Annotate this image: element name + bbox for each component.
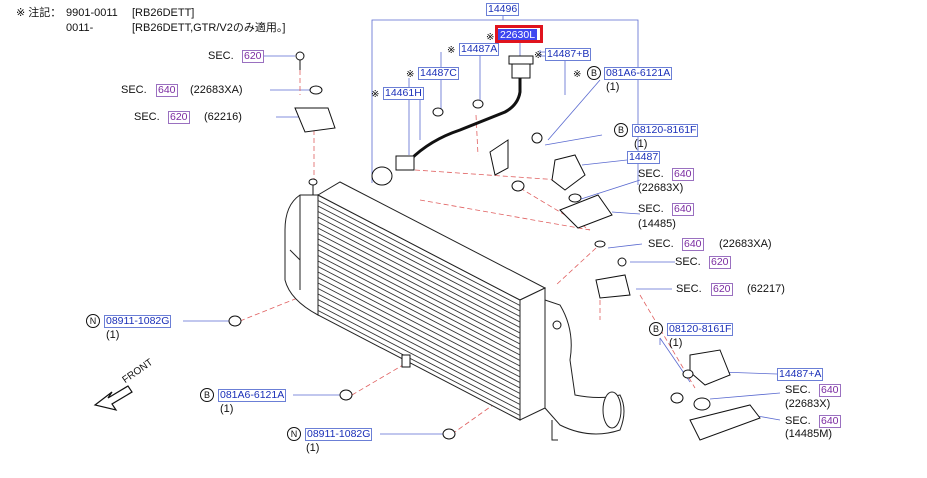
nut-circle-n: N [287, 427, 301, 441]
core-fin-line [317, 288, 521, 394]
star-mark: ※ [371, 89, 380, 100]
core-fin-line [317, 304, 521, 411]
section-620-left[interactable]: 620 [168, 111, 190, 124]
qty: (1) [106, 329, 120, 341]
core-fin-line [317, 277, 521, 383]
bolt-circle-b: B [587, 66, 601, 80]
bolt-circle-b: B [649, 322, 663, 336]
sec-label: SEC. [121, 84, 147, 96]
part-08911-1082G-left[interactable]: 08911-1082G [104, 315, 172, 328]
section-620-top[interactable]: 620 [242, 50, 264, 63]
qty: (1) [306, 442, 320, 454]
qty: (1) [669, 337, 683, 349]
sec-label: SEC. [785, 384, 811, 396]
section-620-b[interactable]: 620 [711, 283, 733, 296]
note-code-2: 0011- [66, 22, 94, 34]
qty: (1) [634, 138, 648, 150]
note-mark: ※ 注記： [16, 7, 62, 19]
core-fin-line [317, 244, 521, 350]
star-mark: ※ [573, 69, 582, 80]
section-640-b[interactable]: 640 [672, 203, 694, 216]
core-fin-line [317, 293, 521, 400]
leader-lines [183, 14, 781, 435]
section-ref: (22683X) [638, 182, 684, 194]
bolt-circle-b: B [200, 388, 214, 402]
note-code-1: 9901-0011 [66, 7, 118, 19]
core-fin-line [317, 227, 521, 334]
core-fin-line [317, 205, 521, 312]
star-mark: ※ [406, 69, 415, 80]
section-ref: (22683X) [785, 398, 831, 410]
core-fin-line [317, 266, 521, 372]
sec-label: SEC. [638, 203, 664, 215]
section-ref: (14485) [638, 218, 676, 230]
part-081A6-6121A-bottom[interactable]: 081A6-6121A [218, 389, 287, 402]
highlight-callout-box [495, 25, 543, 43]
core-fin-line [317, 255, 521, 361]
part-08911-1082G-bottom[interactable]: 08911-1082G [305, 428, 373, 441]
core-fin-line [317, 222, 521, 328]
part-14487A[interactable]: 14487A [459, 43, 500, 56]
core-fin-line [317, 216, 521, 323]
note-text-2: [RB26DETT,GTR/V2のみ適用。] [132, 22, 286, 34]
core-fin-line [317, 211, 521, 317]
part-14487A-plus[interactable]: 14487+A [777, 368, 824, 381]
section-640-c[interactable]: 640 [682, 238, 704, 251]
nut-circle-n: N [86, 314, 100, 328]
part-14487[interactable]: 14487 [627, 151, 661, 164]
front-arrow-icon [93, 385, 133, 411]
core-fin-line [317, 249, 521, 356]
star-mark: ※ [534, 50, 543, 61]
sec-label: SEC. [638, 168, 664, 180]
section-640-a[interactable]: 640 [672, 168, 694, 181]
part-081A6-6121A-top[interactable]: 081A6-6121A [604, 67, 673, 80]
star-mark: ※ [447, 45, 456, 56]
sensor-harness [371, 55, 534, 186]
hardware [228, 51, 761, 441]
section-640-left[interactable]: 640 [156, 84, 178, 97]
section-640-e[interactable]: 640 [819, 415, 841, 428]
bolt-circle-b: B [614, 123, 628, 137]
part-08120-8161F-top[interactable]: 08120-8161F [632, 124, 699, 137]
sec-label: SEC. [675, 256, 701, 268]
right-end-tank [544, 299, 625, 441]
section-ref: (22683XA) [719, 238, 772, 250]
part-14487B[interactable]: 14487+B [545, 48, 592, 61]
qty: (1) [220, 403, 234, 415]
section-ref: (22683XA) [190, 84, 243, 96]
note-engine-1: [RB26DETT] [132, 7, 195, 19]
section-ref: (62217) [747, 283, 785, 295]
sec-label: SEC. [676, 283, 702, 295]
sec-label: SEC. [134, 111, 160, 123]
section-640-d[interactable]: 640 [819, 384, 841, 397]
left-end-tank [284, 194, 319, 316]
core-fin-line [317, 233, 521, 339]
core-fins [317, 200, 521, 416]
section-620-a[interactable]: 620 [709, 256, 731, 269]
qty: (1) [606, 81, 620, 93]
core-fin-line [317, 299, 521, 405]
star-mark: ※ [486, 32, 495, 43]
core-fin-line [317, 238, 521, 345]
core-fin-line [317, 310, 521, 416]
core-fin-line [317, 282, 521, 389]
part-14461H[interactable]: 14461H [383, 87, 424, 100]
core-fin-line [317, 271, 521, 378]
part-14496[interactable]: 14496 [486, 3, 520, 16]
sec-label: SEC. [785, 415, 811, 427]
sec-label: SEC. [208, 50, 234, 62]
section-ref: (62216) [204, 111, 242, 123]
part-08120-8161F-bottom[interactable]: 08120-8161F [667, 323, 734, 336]
sec-label: SEC. [648, 238, 674, 250]
core-fin-line [317, 200, 521, 306]
core-fin-line [317, 260, 521, 367]
section-ref: (14485M) [785, 428, 833, 440]
part-14487C[interactable]: 14487C [418, 67, 459, 80]
